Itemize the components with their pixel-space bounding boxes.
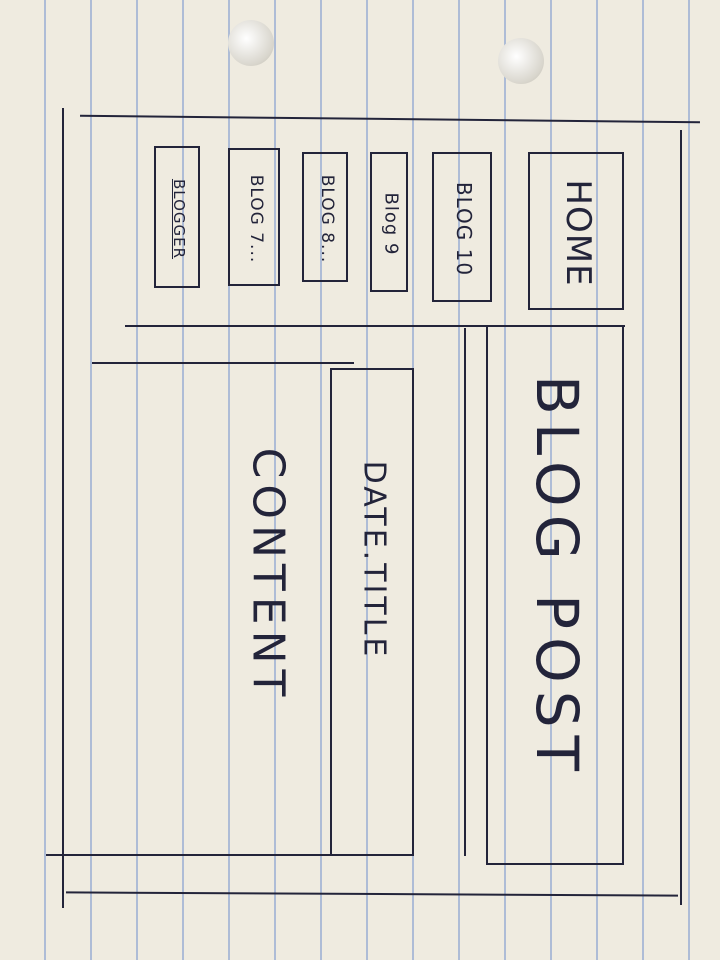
- nav-item-blog-9[interactable]: Blog 9: [370, 152, 408, 292]
- nav-item-blogger[interactable]: BLOGGER: [154, 146, 200, 288]
- nav-item-label: BLOGGER: [170, 178, 188, 260]
- nav-item-label: BLOG 8...: [317, 174, 337, 264]
- nav-item-label: Blog 9: [380, 192, 402, 256]
- punch-hole: [228, 20, 274, 66]
- date-title: DATE.TITLE: [356, 460, 392, 660]
- nav-item-home[interactable]: HOME: [528, 152, 624, 310]
- content-text: CONTENT: [242, 447, 294, 703]
- nav-item-label: HOME: [558, 179, 598, 287]
- nav-item-label: BLOG 10: [452, 181, 476, 277]
- nav-item-blog-8[interactable]: BLOG 8...: [302, 152, 348, 282]
- nav-item-label: BLOG 7...: [246, 174, 266, 264]
- blog-post-heading-box: BLOG POST: [486, 325, 624, 865]
- nav-item-blog-7[interactable]: BLOG 7...: [228, 148, 280, 286]
- date-title-box: DATE.TITLE: [330, 368, 414, 856]
- blog-post-heading: BLOG POST: [523, 375, 591, 779]
- nav-item-blog-10[interactable]: BLOG 10: [432, 152, 492, 302]
- punch-hole: [498, 38, 544, 84]
